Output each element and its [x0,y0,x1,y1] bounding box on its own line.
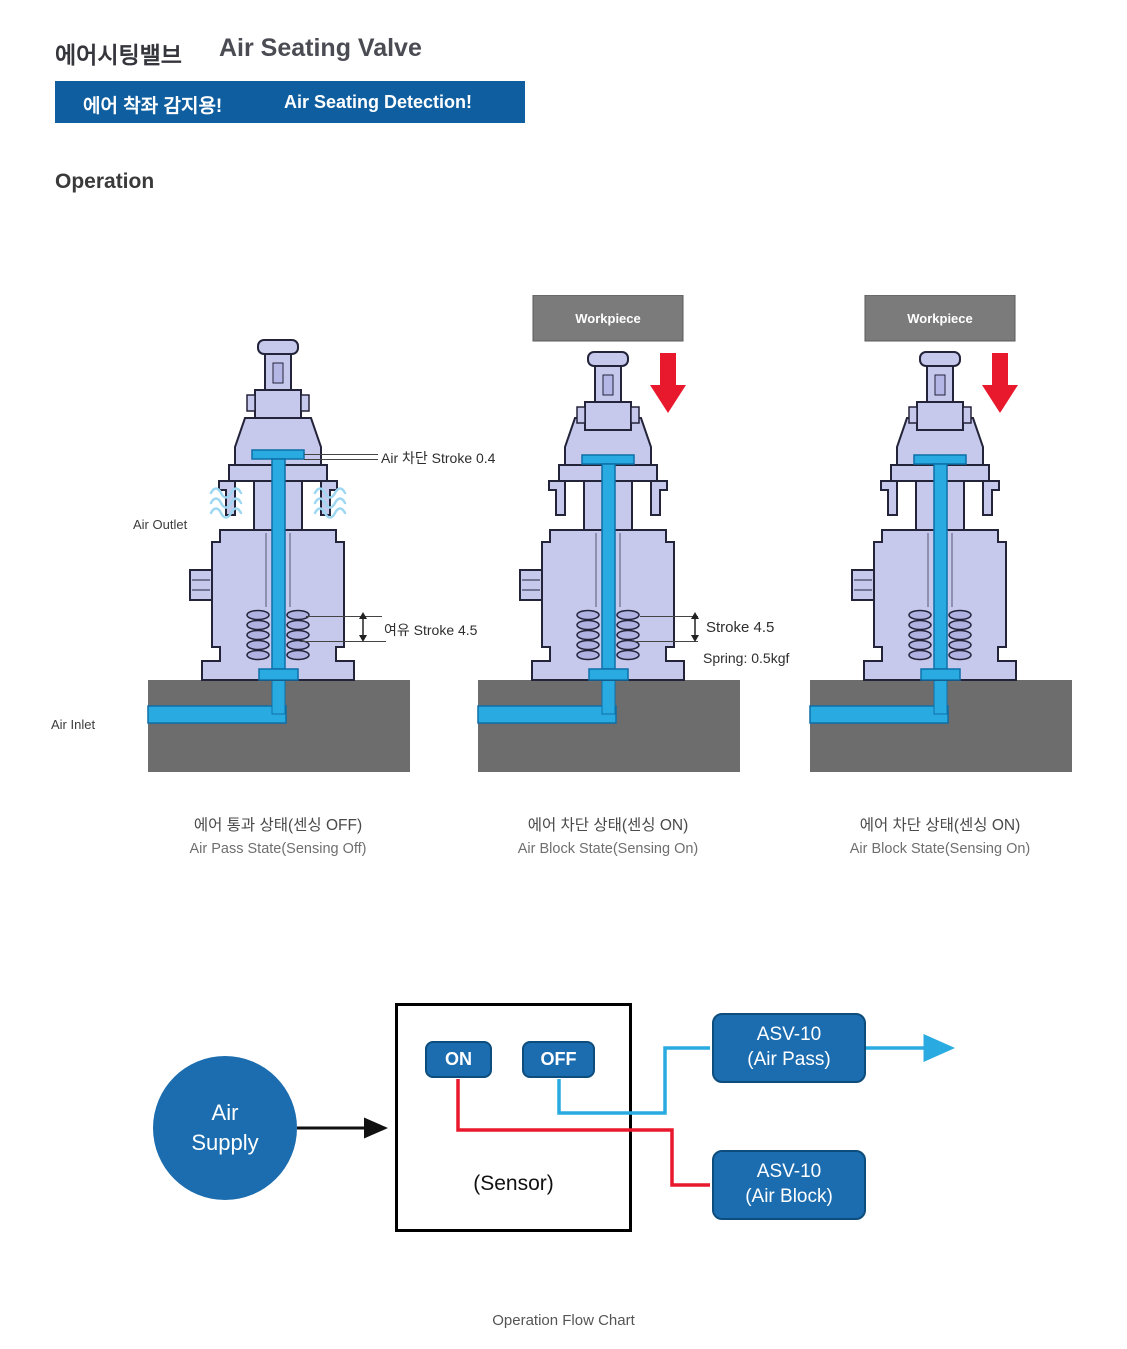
air-channel-vertical [933,679,948,715]
spring-left [246,609,270,661]
flow-line-red [456,1079,710,1187]
plunger-shaft [926,365,954,403]
valve-diagram-air-block-2: Workpiece [809,295,1072,772]
side-fitting [851,569,875,601]
workpiece-block [532,295,684,342]
plunger-collar [254,389,302,419]
plunger [246,339,310,419]
leader-line [300,641,386,642]
off-button: OFF [522,1041,595,1078]
spring-right [948,609,972,661]
air-supply-label-line1: Air [211,1100,239,1126]
valve-seat [251,449,305,460]
collar-tab-left [576,406,586,424]
stem-foot [588,668,629,681]
collar-tab-left [246,394,256,412]
air-inlet-channel [477,705,617,724]
valve3-caption-korean: 에어 차단 상태(센싱 ON) [859,817,1021,834]
asv-air-block-node: ASV-10 (Air Block) [712,1150,866,1220]
leader-line [640,616,698,617]
side-fitting [189,569,213,601]
valve3-caption-english: Air Block State(Sensing On) [849,841,1031,857]
collar-tab-right [630,406,640,424]
stem-foot [920,668,961,681]
plunger-cap [919,351,961,367]
stem-foot [258,668,299,681]
flow-connectors [297,1034,955,1187]
clip-right [982,480,1000,516]
label-stroke: Stroke 4.5 [706,619,775,636]
clip-left [548,480,566,516]
plunger-cap [587,351,629,367]
spring-left [908,609,932,661]
valve1-caption-english: Air Pass State(Sensing Off) [189,841,367,857]
label-air-outlet: Air Outlet [133,517,188,532]
workpiece-label: Workpiece [575,311,641,326]
detection-banner: 에어 착좌 감지용! Air Seating Detection! [55,81,525,123]
plunger-collar [584,401,632,431]
air-channel-vertical [271,679,286,715]
plunger-pressed [576,351,640,431]
valve-seat [581,454,635,465]
spring-right [286,609,310,661]
section-title-operation: Operation [55,170,155,193]
air-outlet-puffs [209,487,347,519]
leader-line [304,459,378,460]
leader-line [304,454,378,455]
air-supply-label-line2: Supply [191,1130,259,1155]
workpiece-label: Workpiece [907,311,973,326]
side-fitting [519,569,543,601]
asv-air-pass-node: ASV-10 (Air Pass) [712,1013,866,1083]
collar-tab-right [962,406,972,424]
label-stroke-top: Air 차단 Stroke 0.4 [381,450,496,466]
clip-left [880,480,898,516]
sensor-label: (Sensor) [473,1172,554,1195]
label-air-inlet: Air Inlet [51,717,96,732]
on-button: ON [425,1041,492,1078]
plunger-collar [916,401,964,431]
air-inlet-channel [147,705,287,724]
valve2-caption-english: Air Block State(Sensing On) [517,841,699,857]
valve-stem [601,463,616,670]
spring-right [616,609,640,661]
air-inlet-channel [809,705,949,724]
spring-left [576,609,600,661]
asv-block-line2: (Air Block) [745,1186,833,1207]
collar-tab-right [300,394,310,412]
page-title-english: Air Seating Valve [219,34,422,62]
clip-right [650,480,668,516]
workpiece-block [864,295,1016,342]
stroke-dimension-arrow [359,612,367,642]
plunger-slot [602,374,614,396]
valve-diagram-air-block-1: Workpiece [477,295,740,772]
plunger-slot [934,374,946,396]
valve1-caption-korean: 에어 통과 상태(센싱 OFF) [193,817,363,834]
leader-line [634,641,698,642]
asv-pass-line1: ASV-10 [756,1024,822,1046]
press-down-arrow [982,353,1018,413]
label-stroke-bottom: 여유 Stroke 4.5 [384,622,478,638]
air-channel-vertical [601,679,616,715]
valve-stem [271,458,286,670]
plunger-pressed [908,351,972,431]
banner-text-english: Air Seating Detection! [284,92,473,112]
collar-tab-left [908,406,918,424]
valve-stem [933,463,948,670]
asv-block-line1: ASV-10 [756,1161,822,1183]
plunger-cap [257,339,299,355]
label-spring: Spring: 0.5kgf [703,650,790,666]
stroke-dimension-arrow [691,612,699,642]
flow-chart-caption: Operation Flow Chart [492,1312,635,1329]
valve-seat [913,454,967,465]
page-title-korean: 에어시팅밸브 [55,42,182,68]
air-supply-node: Air Supply [153,1056,297,1200]
flow-line-blue [557,1046,710,1115]
press-down-arrow [650,353,686,413]
asv-pass-line2: (Air Pass) [747,1049,831,1070]
banner-text-korean: 에어 착좌 감지용! [83,96,223,117]
valve-diagram-air-pass [147,339,410,772]
plunger-slot [272,362,284,384]
valve2-caption-korean: 에어 차단 상태(센싱 ON) [527,817,689,834]
leader-line [306,616,382,617]
